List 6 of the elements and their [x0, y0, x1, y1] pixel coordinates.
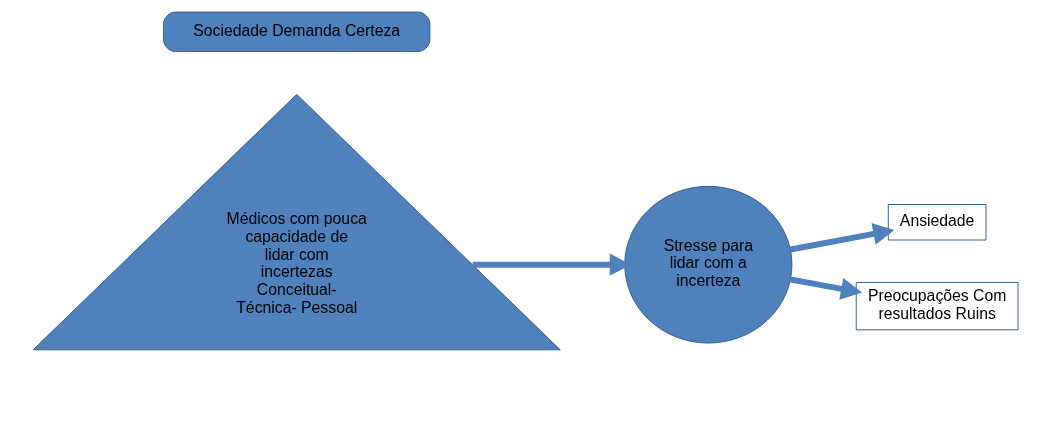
node-box: Preocupações Com resultados Ruins	[855, 281, 1019, 331]
node-box: Sociedade Demanda Certeza	[162, 11, 430, 53]
arrow	[789, 223, 894, 253]
node-box: Ansiedade	[887, 204, 986, 241]
node-circle: Stresse para lidar com a incerteza	[623, 185, 792, 344]
arrow	[789, 276, 862, 300]
